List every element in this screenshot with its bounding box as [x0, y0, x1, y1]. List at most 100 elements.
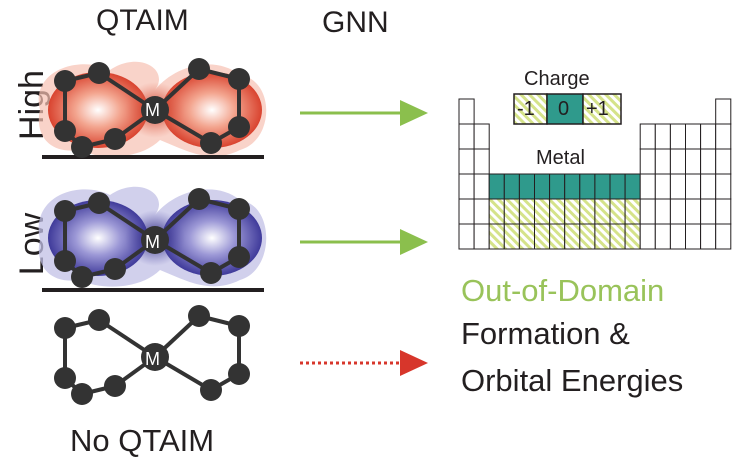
pt-cell-metal-hatched	[549, 223, 566, 250]
pt-cell-p	[685, 198, 702, 225]
metal-center-low	[141, 226, 169, 254]
pt-cell-p	[685, 173, 702, 200]
pt-cell-metal-hatched	[503, 223, 520, 250]
pt-cell-p	[639, 173, 656, 200]
gnn-title: GNN	[322, 6, 389, 39]
atom-low	[188, 188, 210, 210]
pt-cell-metal-hatched	[488, 223, 505, 250]
pt-cell-p	[715, 148, 732, 175]
atom-none	[228, 315, 250, 337]
pt-cell-metal	[609, 173, 626, 200]
no-qtaim-arrow-head	[400, 350, 428, 376]
pt-cell-p	[669, 123, 687, 150]
charge-plus-label: +1	[586, 98, 609, 120]
pt-cell-metal-hatched	[503, 198, 520, 225]
pt-cell-metal	[624, 173, 641, 200]
charge-box	[513, 93, 622, 125]
pt-cell-metal	[518, 173, 536, 200]
pt-cell-s	[458, 173, 475, 200]
pt-cell-metal	[564, 173, 581, 200]
atom-high	[71, 136, 93, 158]
charge-zero-cell	[546, 93, 584, 125]
pt-cell-metal-hatched	[609, 198, 626, 225]
pt-cell-metal-hatched	[518, 223, 536, 250]
atom-low	[228, 198, 250, 220]
metal-center-none	[141, 343, 169, 371]
pt-cell-metal-hatched	[624, 198, 641, 225]
pt-cell-p	[639, 198, 656, 225]
atom-none	[228, 363, 250, 385]
pt-cell-p	[669, 198, 687, 225]
pt-cell-s	[473, 198, 490, 225]
metal-atom-high: M	[145, 100, 160, 120]
atom-high	[188, 58, 210, 80]
pt-cell-s	[458, 123, 475, 150]
metal-atom-none: M	[145, 349, 160, 369]
orbital-energies-text: Orbital Energies	[461, 363, 684, 398]
pt-cell-metal	[549, 173, 566, 200]
pt-cell-p	[669, 223, 687, 250]
atom-none	[200, 379, 222, 401]
low-arrow-head	[400, 229, 428, 255]
pt-cell-metal-hatched	[534, 198, 551, 225]
pt-cell-p	[715, 223, 732, 250]
atom-low	[200, 262, 222, 284]
atom-low	[104, 258, 126, 280]
pt-cell-metal	[594, 173, 611, 200]
atom-low	[228, 246, 250, 268]
charge-minus-cell	[513, 93, 548, 125]
pt-cell-metal-hatched	[488, 198, 505, 225]
pt-cell-p	[700, 173, 717, 200]
pt-cell-p	[654, 148, 671, 175]
formation-text: Formation &	[461, 316, 630, 351]
pt-cell-p	[700, 223, 717, 250]
periodic-table	[458, 98, 732, 250]
pt-cell-p	[669, 148, 687, 175]
pt-cell-metal-hatched	[549, 198, 566, 225]
atom-none	[104, 375, 126, 397]
pt-cell-p	[715, 198, 732, 225]
pt-cell-p	[700, 123, 717, 150]
atom-low	[88, 192, 110, 214]
pt-cell-p	[639, 123, 656, 150]
atom-high	[104, 128, 126, 150]
out-of-domain-text: Out-of-Domain	[461, 273, 665, 308]
pt-cell-p	[654, 198, 671, 225]
atom-low	[71, 266, 93, 288]
pt-cell-metal-hatched	[579, 198, 596, 225]
metal-center-high	[141, 96, 169, 124]
pt-cell-s	[458, 223, 475, 250]
pt-cell-p	[700, 198, 717, 225]
metal-atom-low: M	[145, 232, 160, 252]
charge-minus-label: -1	[517, 98, 535, 120]
atom-high	[228, 116, 250, 138]
charge-zero-label: 0	[558, 98, 570, 120]
pt-cell-metal-hatched	[594, 198, 611, 225]
pt-cell-metal-hatched	[564, 198, 581, 225]
pt-cell-metal-hatched	[624, 223, 641, 250]
pt-cell-metal	[488, 173, 505, 200]
atom-none	[188, 305, 210, 327]
charge-plus-cell	[582, 93, 622, 125]
atom-none	[54, 367, 76, 389]
pt-cell-p	[669, 173, 687, 200]
pt-cell-p	[685, 148, 702, 175]
pt-cell-s	[473, 173, 490, 200]
pt-cell-metal-hatched	[579, 223, 596, 250]
high-arrow-head	[400, 100, 428, 126]
atom-none	[54, 317, 76, 339]
pt-cell-metal-hatched	[594, 223, 611, 250]
pt-cell-p	[654, 223, 671, 250]
pt-cell-metal-hatched	[609, 223, 626, 250]
pt-cell-p	[654, 123, 671, 150]
atom-none	[88, 309, 110, 331]
pt-cell-p	[654, 173, 671, 200]
atom-high	[54, 120, 76, 142]
pt-cell-p	[639, 223, 656, 250]
atom-low	[54, 200, 76, 222]
atom-high	[228, 68, 250, 90]
pt-cell-metal	[579, 173, 596, 200]
pt-cell-p	[685, 123, 702, 150]
qtaim-title: QTAIM	[96, 4, 189, 37]
pt-cell-metal	[534, 173, 551, 200]
